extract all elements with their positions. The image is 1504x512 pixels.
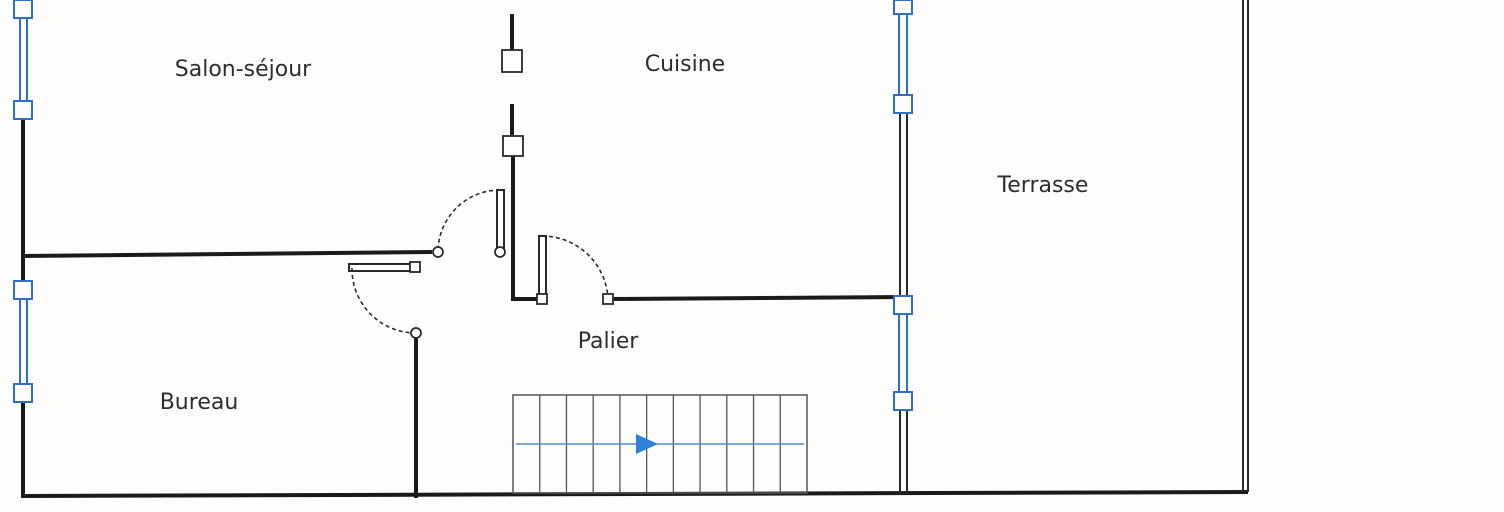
doors	[348, 189, 614, 339]
window-right-bottom-node-2	[893, 391, 913, 411]
window-right-bottom-node-1	[893, 295, 913, 315]
door-salon-stop	[432, 246, 444, 258]
door-cuisine-hinge	[536, 293, 548, 305]
room-label-bureau: Bureau	[160, 390, 239, 415]
staircase	[512, 394, 808, 494]
door-bureau-stop	[410, 327, 422, 339]
wall-bottom	[20, 489, 1249, 499]
duct-cap-middle	[502, 135, 524, 157]
room-label-salon: Salon-séjour	[175, 57, 312, 82]
room-label-cuisine: Cuisine	[645, 52, 725, 77]
door-bureau-swing	[351, 267, 417, 334]
windows	[13, 0, 913, 411]
window-left-bottom-node-1	[13, 280, 33, 300]
door-cuisine	[536, 235, 614, 305]
room-label-palier: Palier	[578, 329, 640, 354]
door-cuisine-swing	[541, 235, 609, 300]
room-label-terrasse: Terrasse	[997, 173, 1089, 198]
window-left-top-node-2	[13, 100, 33, 120]
door-bureau-leaf	[348, 263, 417, 272]
wall-salon-bureau	[20, 249, 433, 259]
door-bureau-hinge	[409, 261, 421, 273]
duct-cap-top	[501, 49, 523, 73]
door-salon-swing	[437, 189, 501, 253]
duct-caps	[501, 49, 524, 157]
door-salon	[432, 189, 506, 258]
window-right-top-node-1	[893, 0, 913, 15]
door-bureau	[348, 261, 422, 339]
door-cuisine-leaf	[538, 235, 547, 300]
door-salon-hinge	[494, 246, 506, 258]
wall-cuisine-palier	[606, 294, 906, 302]
staircase-outline	[512, 394, 808, 494]
window-left-top-node-1	[13, 0, 33, 19]
room-labels: Salon-séjour Cuisine Terrasse Palier Bur…	[160, 52, 1089, 415]
staircase-direction-arrow-icon	[636, 434, 658, 454]
door-cuisine-stop	[602, 293, 614, 305]
door-salon-leaf	[496, 189, 505, 253]
walls	[20, 0, 1249, 499]
window-right-top-node-2	[893, 94, 913, 114]
window-left-bottom-node-2	[13, 383, 33, 403]
